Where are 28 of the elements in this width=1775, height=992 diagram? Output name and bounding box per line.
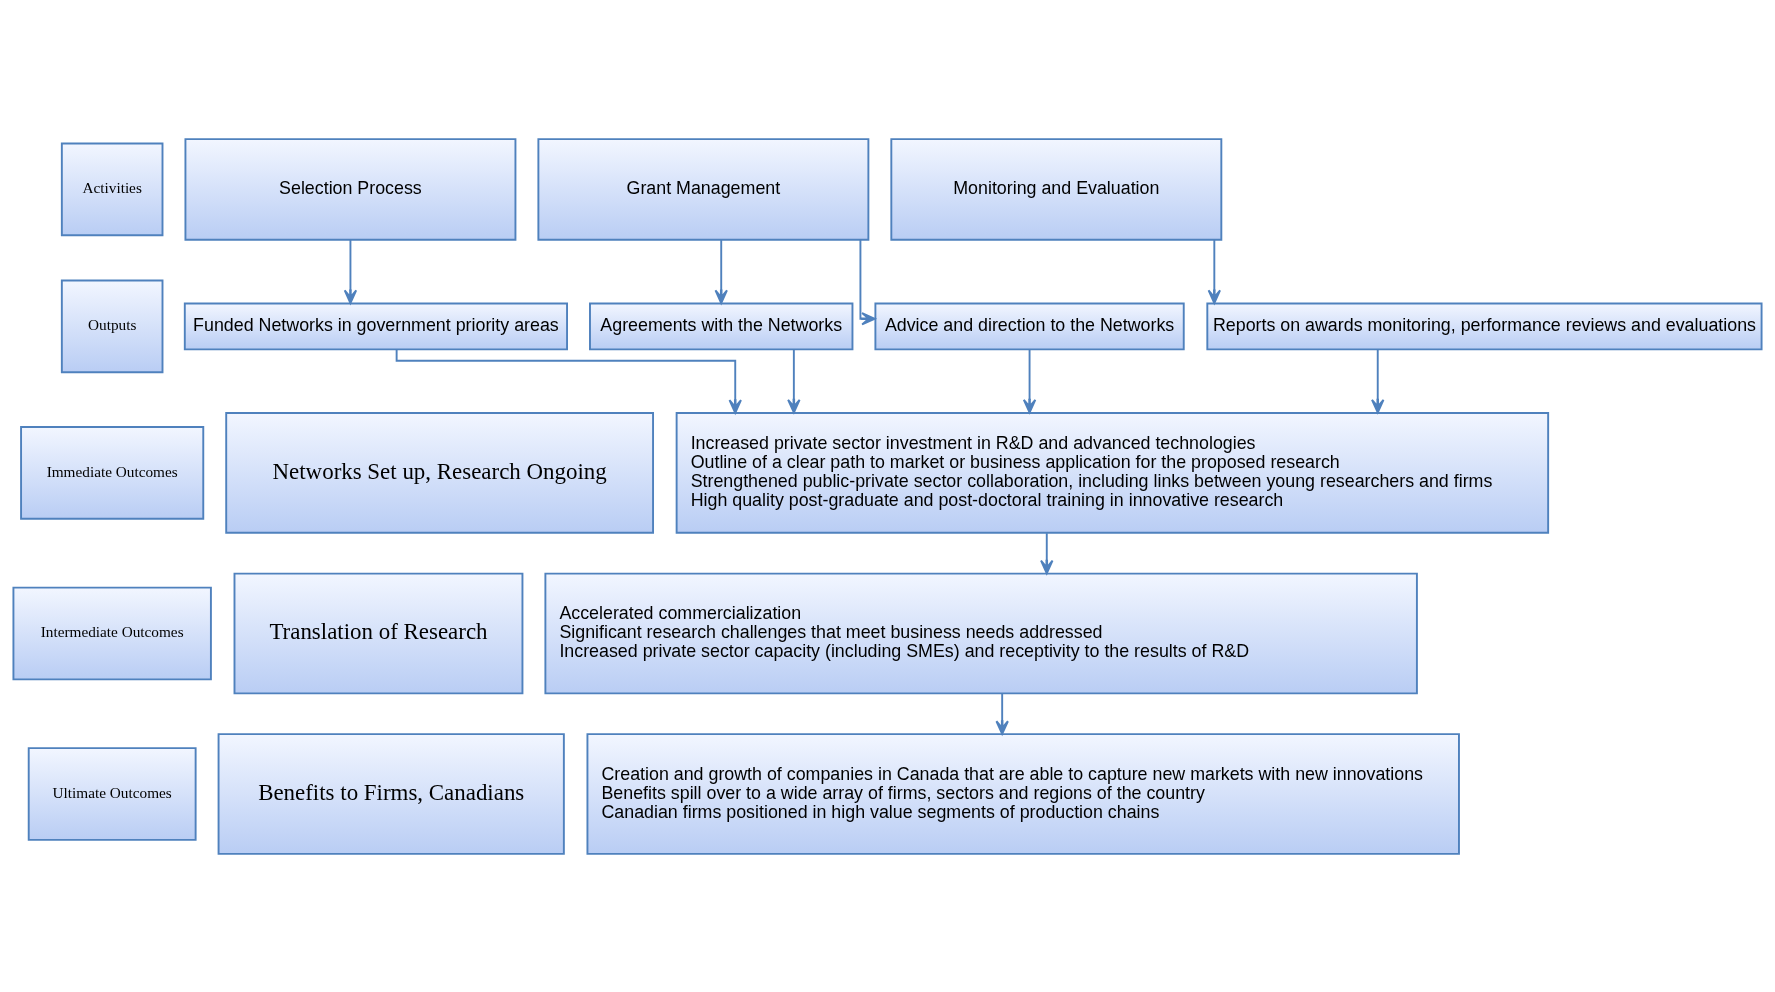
node-box: Funded Networks in government priority areas: [183, 302, 568, 350]
node-box: Increased private sector investment in R&D and advanced technologies Outline of a clear path to market or business application for the proposed research Strengthened public-private sector collaboration, including links between young researchers and firms High quality post-graduate and post-doctoral training in innovative research: [675, 411, 1550, 534]
node-box: Outputs: [60, 279, 164, 373]
node-box: Accelerated commercialization Significant research challenges that meet business needs addressed Increased private sector capacity (including SMEs) and receptivity to the results of R&D: [544, 572, 1418, 694]
arrow: [1022, 348, 1037, 413]
arrow: [859, 238, 876, 325]
arrow: [995, 692, 1009, 735]
arrow: [1371, 348, 1385, 413]
arrow: [343, 238, 358, 304]
arrow: [1040, 531, 1054, 574]
node-box: Intermediate Outcomes: [12, 586, 212, 680]
node-box: Creation and growth of companies in Canada that are able to capture new markets with new innovations Benefits spill over to a wide array of firms, sectors and regions of the country Canadian firms positioned in high value segments of production chains: [586, 732, 1460, 855]
node-box: Advice and direction to the Networks: [874, 302, 1185, 350]
arrow: [787, 348, 801, 413]
node-box: Ultimate Outcomes: [27, 746, 197, 841]
node-box: Grant Management: [537, 137, 870, 241]
node-box: Translation of Research: [233, 572, 524, 694]
arrow: [714, 238, 728, 304]
node-box: Selection Process: [184, 137, 517, 241]
arrow: [1207, 238, 1221, 304]
node-box: Benefits to Firms, Canadians: [217, 732, 565, 855]
node-box: Reports on awards monitoring, performance reviews and evaluations: [1206, 302, 1763, 350]
node-box: Immediate Outcomes: [20, 425, 205, 520]
node-box: Monitoring and Evaluation: [890, 137, 1223, 241]
node-box: Agreements with the Networks: [589, 302, 854, 350]
arrow: [395, 348, 742, 414]
node-box: Networks Set up, Research Ongoing: [225, 411, 654, 534]
node-box: Activities: [60, 142, 164, 236]
